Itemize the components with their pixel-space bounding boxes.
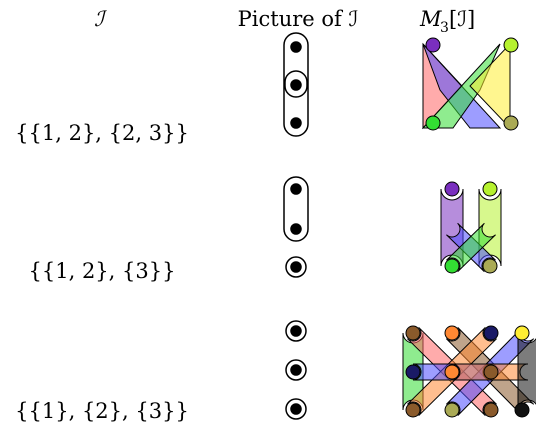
m3-vertex bbox=[444, 181, 460, 197]
m3-row-3 bbox=[402, 325, 536, 418]
header-m3-rest: [ℐ] bbox=[449, 7, 475, 31]
vertex-dot bbox=[290, 41, 302, 53]
m3-band bbox=[517, 332, 536, 411]
singleton-ring bbox=[285, 359, 307, 381]
m3-vertex bbox=[514, 325, 530, 341]
singleton-ring bbox=[285, 256, 307, 278]
row-label-3: {{1}, {2}, {3}} bbox=[15, 399, 189, 423]
singleton-ring bbox=[285, 398, 307, 420]
singleton-ring bbox=[285, 320, 307, 342]
m3-vertex bbox=[503, 37, 519, 53]
row-label-1: {{1, 2}, {2, 3}} bbox=[15, 121, 189, 145]
m3-vertex bbox=[405, 325, 421, 341]
vertex-dot bbox=[290, 183, 302, 195]
m3-vertex bbox=[405, 364, 421, 380]
m3-region bbox=[469, 42, 511, 130]
m3-vertex bbox=[444, 258, 460, 274]
vertex-dot bbox=[290, 364, 302, 376]
header-picture: Picture of ℐ bbox=[238, 7, 359, 31]
m3-vertex bbox=[425, 115, 441, 131]
m3-vertex bbox=[405, 402, 421, 418]
vertex-dot bbox=[290, 79, 302, 91]
vertex-dot bbox=[290, 223, 302, 235]
m3-vertex bbox=[444, 364, 460, 380]
m3-vertex bbox=[514, 402, 530, 418]
m3-vertex bbox=[444, 325, 460, 341]
header-m3-sub: 3 bbox=[440, 20, 449, 36]
picture-row-2 bbox=[283, 176, 309, 278]
vertex-dot bbox=[290, 117, 302, 129]
hyperedge-capsule bbox=[283, 32, 309, 137]
m3-vertex bbox=[483, 402, 499, 418]
picture-row-1 bbox=[283, 32, 309, 137]
hyperedge-capsule bbox=[283, 176, 309, 242]
m3-vertex bbox=[482, 181, 498, 197]
m3-vertex bbox=[444, 402, 460, 418]
m3-vertex bbox=[482, 258, 498, 274]
vertex-dot bbox=[290, 325, 302, 337]
vertex-dot bbox=[290, 403, 302, 415]
m3-vertex bbox=[503, 115, 519, 131]
m3-vertex bbox=[483, 325, 499, 341]
m3-vertex bbox=[483, 364, 499, 380]
header-m3: M 3 [ℐ] bbox=[419, 7, 475, 36]
hyperedge-capsule bbox=[284, 70, 308, 98]
header-i: ℐ bbox=[94, 7, 107, 31]
row-label-2: {{1, 2}, {3}} bbox=[29, 259, 176, 283]
header-m3-main: M bbox=[419, 7, 442, 31]
m3-row-2 bbox=[440, 181, 502, 274]
m3-row-1 bbox=[421, 37, 519, 131]
vertex-dot bbox=[290, 261, 302, 273]
picture-row-3 bbox=[285, 320, 307, 420]
m3-vertex bbox=[425, 37, 441, 53]
